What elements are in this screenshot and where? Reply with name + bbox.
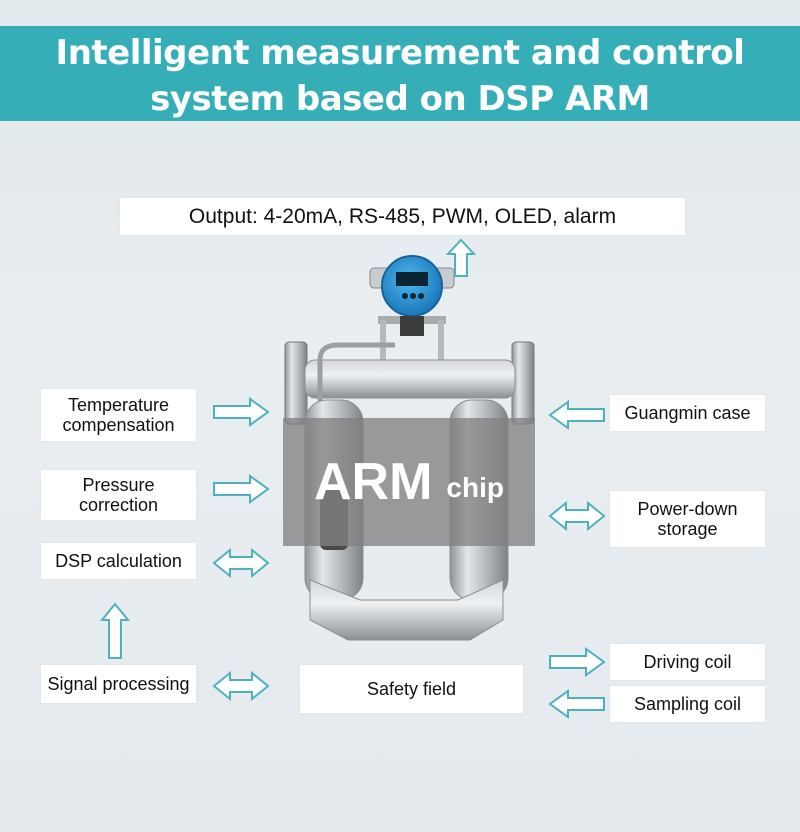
arrow-left-case-icon bbox=[548, 400, 605, 430]
chip-label-chip: chip bbox=[446, 472, 504, 503]
temperature-compensation-box: Temperature compensation bbox=[41, 389, 196, 441]
banner-band bbox=[0, 26, 800, 121]
output-label-box: Output: 4-20mA, RS-485, PWM, OLED, alarm bbox=[120, 198, 685, 235]
safety-field-box: Safety field bbox=[300, 665, 523, 713]
temperature-line-2: compensation bbox=[62, 415, 175, 435]
pressure-line-2: correction bbox=[78, 495, 159, 515]
output-label: Output: 4-20mA, RS-485, PWM, OLED, alarm bbox=[188, 204, 617, 228]
sampling-coil-box: Sampling coil bbox=[610, 686, 765, 722]
arrow-right-pressure-icon bbox=[213, 474, 270, 504]
dsp-calculation-box: DSP calculation bbox=[41, 543, 196, 579]
driving-coil-label: Driving coil bbox=[643, 652, 732, 672]
guangmin-case-box: Guangmin case bbox=[610, 395, 765, 431]
driving-coil-box: Driving coil bbox=[610, 644, 765, 680]
arrow-right-temperature-icon bbox=[213, 397, 270, 427]
power-down-storage-box: Power-down storage bbox=[610, 491, 765, 547]
signal-processing-box: Signal processing bbox=[41, 665, 196, 703]
arrow-up-output-icon bbox=[446, 238, 476, 277]
chip-label-arm: ARM bbox=[314, 453, 433, 511]
arrow-up-signal-icon bbox=[100, 602, 130, 659]
powerdown-line-2: storage bbox=[657, 519, 718, 539]
arm-chip-overlay: ARM chip bbox=[283, 418, 535, 546]
signal-processing-label: Signal processing bbox=[47, 674, 190, 694]
pressure-line-1: Pressure bbox=[82, 475, 155, 495]
powerdown-line-1: Power-down bbox=[637, 499, 738, 519]
header-banner: Intelligent measurement and control syst… bbox=[0, 0, 800, 145]
sampling-coil-label: Sampling coil bbox=[633, 694, 742, 714]
guangmin-case-label: Guangmin case bbox=[624, 403, 751, 423]
temperature-line-1: Temperature bbox=[67, 395, 170, 415]
title-line-1: Intelligent measurement and control bbox=[55, 33, 745, 73]
safety-field-label: Safety field bbox=[366, 679, 457, 699]
arrow-left-sampling-icon bbox=[548, 689, 605, 719]
arrow-both-powerdown-icon bbox=[548, 501, 606, 531]
title-line-2: system based on DSP ARM bbox=[150, 79, 650, 119]
pressure-correction-box: Pressure correction bbox=[41, 470, 196, 520]
arrow-both-dsp-icon bbox=[212, 548, 270, 578]
arrow-both-signal-icon bbox=[212, 671, 270, 701]
dsp-calculation-label: DSP calculation bbox=[55, 551, 182, 571]
page-title: Intelligent measurement and control syst… bbox=[0, 30, 800, 122]
arrow-right-driving-icon bbox=[549, 647, 606, 677]
